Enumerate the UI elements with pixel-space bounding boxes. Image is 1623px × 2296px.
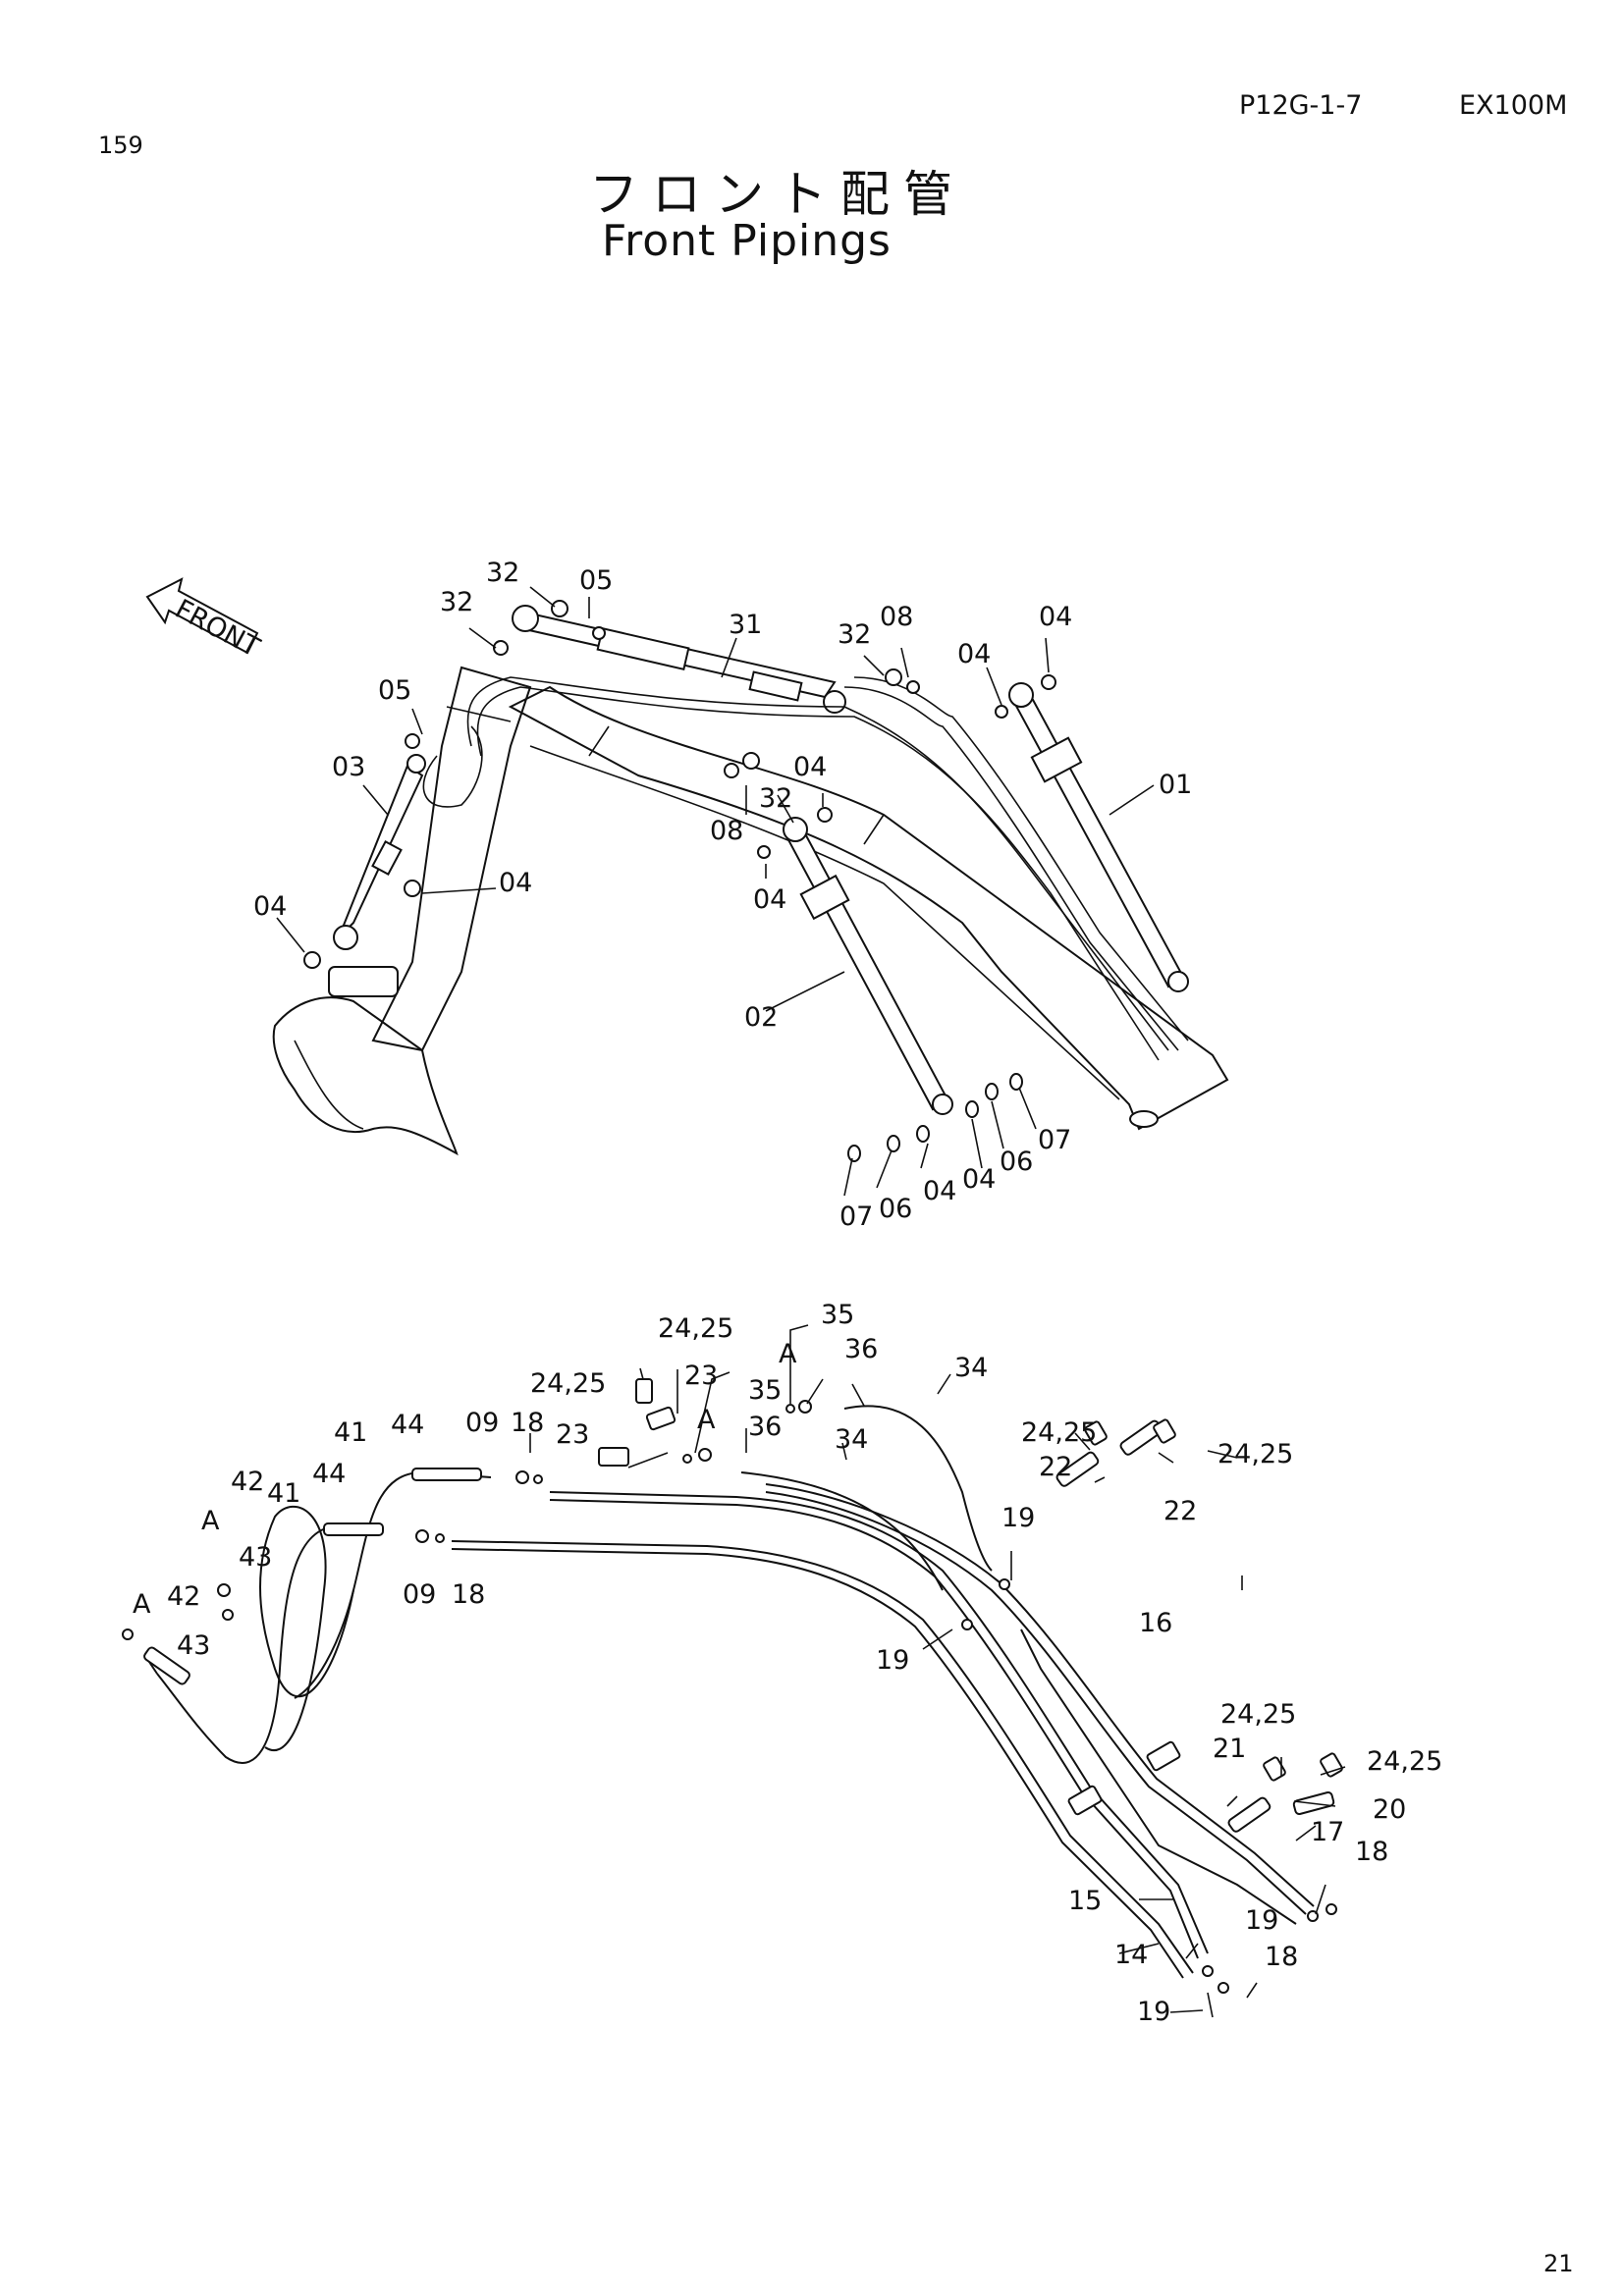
callout-09: 09 <box>465 1408 499 1438</box>
callout-32: 32 <box>838 619 871 650</box>
callout-08: 08 <box>710 816 743 846</box>
callout-08: 08 <box>880 602 913 632</box>
callout-07: 07 <box>839 1201 873 1232</box>
callout-16: 16 <box>1139 1608 1172 1638</box>
callout-03: 03 <box>332 752 365 782</box>
callout-41: 41 <box>334 1417 367 1448</box>
callout-05: 05 <box>378 675 411 706</box>
callout-43: 43 <box>177 1630 210 1661</box>
callout-22: 22 <box>1163 1496 1197 1526</box>
callout-24-25: 24,25 <box>1217 1439 1293 1469</box>
callout-34: 34 <box>835 1424 868 1455</box>
callout-44: 44 <box>312 1459 346 1489</box>
callout-06: 06 <box>879 1194 912 1224</box>
callout-32: 32 <box>440 587 473 617</box>
callout-A: A <box>697 1405 716 1435</box>
callout-24-25: 24,25 <box>1367 1746 1442 1777</box>
callout-17: 17 <box>1311 1817 1344 1847</box>
footer-page-number: 21 <box>1543 2250 1574 2277</box>
callout-22: 22 <box>1039 1452 1072 1482</box>
callout-A: A <box>201 1506 220 1536</box>
callout-A: A <box>133 1589 151 1620</box>
callout-21: 21 <box>1213 1734 1246 1764</box>
lower-assembly: 35 24,25 A 36 34 24,25 23 35 41 44 09 18… <box>122 1300 1442 2027</box>
callout-34: 34 <box>954 1353 988 1383</box>
callout-35: 35 <box>748 1375 782 1406</box>
callout-24-25: 24,25 <box>530 1368 606 1399</box>
callout-19: 19 <box>1137 1997 1170 2027</box>
callout-15: 15 <box>1068 1886 1102 1916</box>
callout-19: 19 <box>1245 1905 1278 1936</box>
callout-07: 07 <box>1038 1125 1071 1155</box>
callout-04: 04 <box>923 1176 956 1206</box>
callout-18: 18 <box>511 1408 544 1438</box>
callout-04: 04 <box>753 884 786 915</box>
callout-23: 23 <box>684 1361 718 1391</box>
callout-18: 18 <box>1355 1837 1388 1867</box>
callout-04: 04 <box>957 639 991 669</box>
title-english: Front Pipings <box>602 216 892 266</box>
front-arrow-label: FRONT <box>170 594 264 664</box>
callout-04: 04 <box>499 868 532 898</box>
callout-24-25: 24,25 <box>658 1313 733 1344</box>
callout-A: A <box>779 1339 797 1369</box>
callout-36: 36 <box>844 1334 878 1364</box>
callout-36: 36 <box>748 1412 782 1442</box>
page-number: 159 <box>98 132 143 159</box>
callout-32: 32 <box>486 558 519 588</box>
callout-04: 04 <box>793 752 827 782</box>
upper-assembly: 32 05 32 31 32 08 04 04 05 03 01 08 32 0… <box>253 558 1229 1232</box>
callout-01: 01 <box>1159 770 1192 800</box>
callout-06: 06 <box>1000 1147 1033 1177</box>
callout-23: 23 <box>556 1419 589 1450</box>
callout-19: 19 <box>1001 1503 1035 1533</box>
callout-05: 05 <box>579 565 613 596</box>
page-code: P12G-1-7 <box>1239 90 1363 121</box>
callout-09: 09 <box>403 1579 436 1610</box>
callout-42: 42 <box>167 1581 200 1612</box>
callout-35: 35 <box>821 1300 854 1330</box>
callout-14: 14 <box>1114 1940 1148 1970</box>
callout-18: 18 <box>452 1579 485 1610</box>
callout-42: 42 <box>231 1467 264 1497</box>
callout-18: 18 <box>1265 1942 1298 1972</box>
callout-24-25: 24,25 <box>1220 1699 1296 1730</box>
callout-02: 02 <box>744 1002 778 1033</box>
front-arrow: FRONT <box>145 577 265 664</box>
callout-04: 04 <box>1039 602 1072 632</box>
callout-41: 41 <box>267 1478 300 1509</box>
callout-43: 43 <box>239 1542 272 1573</box>
callout-24-25: 24,25 <box>1021 1417 1097 1448</box>
callout-20: 20 <box>1373 1794 1406 1825</box>
title-japanese: フロント配管 <box>589 166 966 223</box>
callout-04: 04 <box>253 891 287 922</box>
callout-04: 04 <box>962 1164 996 1195</box>
callout-32: 32 <box>759 783 792 814</box>
callout-31: 31 <box>729 610 762 640</box>
callout-19: 19 <box>876 1645 909 1676</box>
model-code: EX100M <box>1459 90 1568 121</box>
callout-44: 44 <box>391 1410 424 1440</box>
